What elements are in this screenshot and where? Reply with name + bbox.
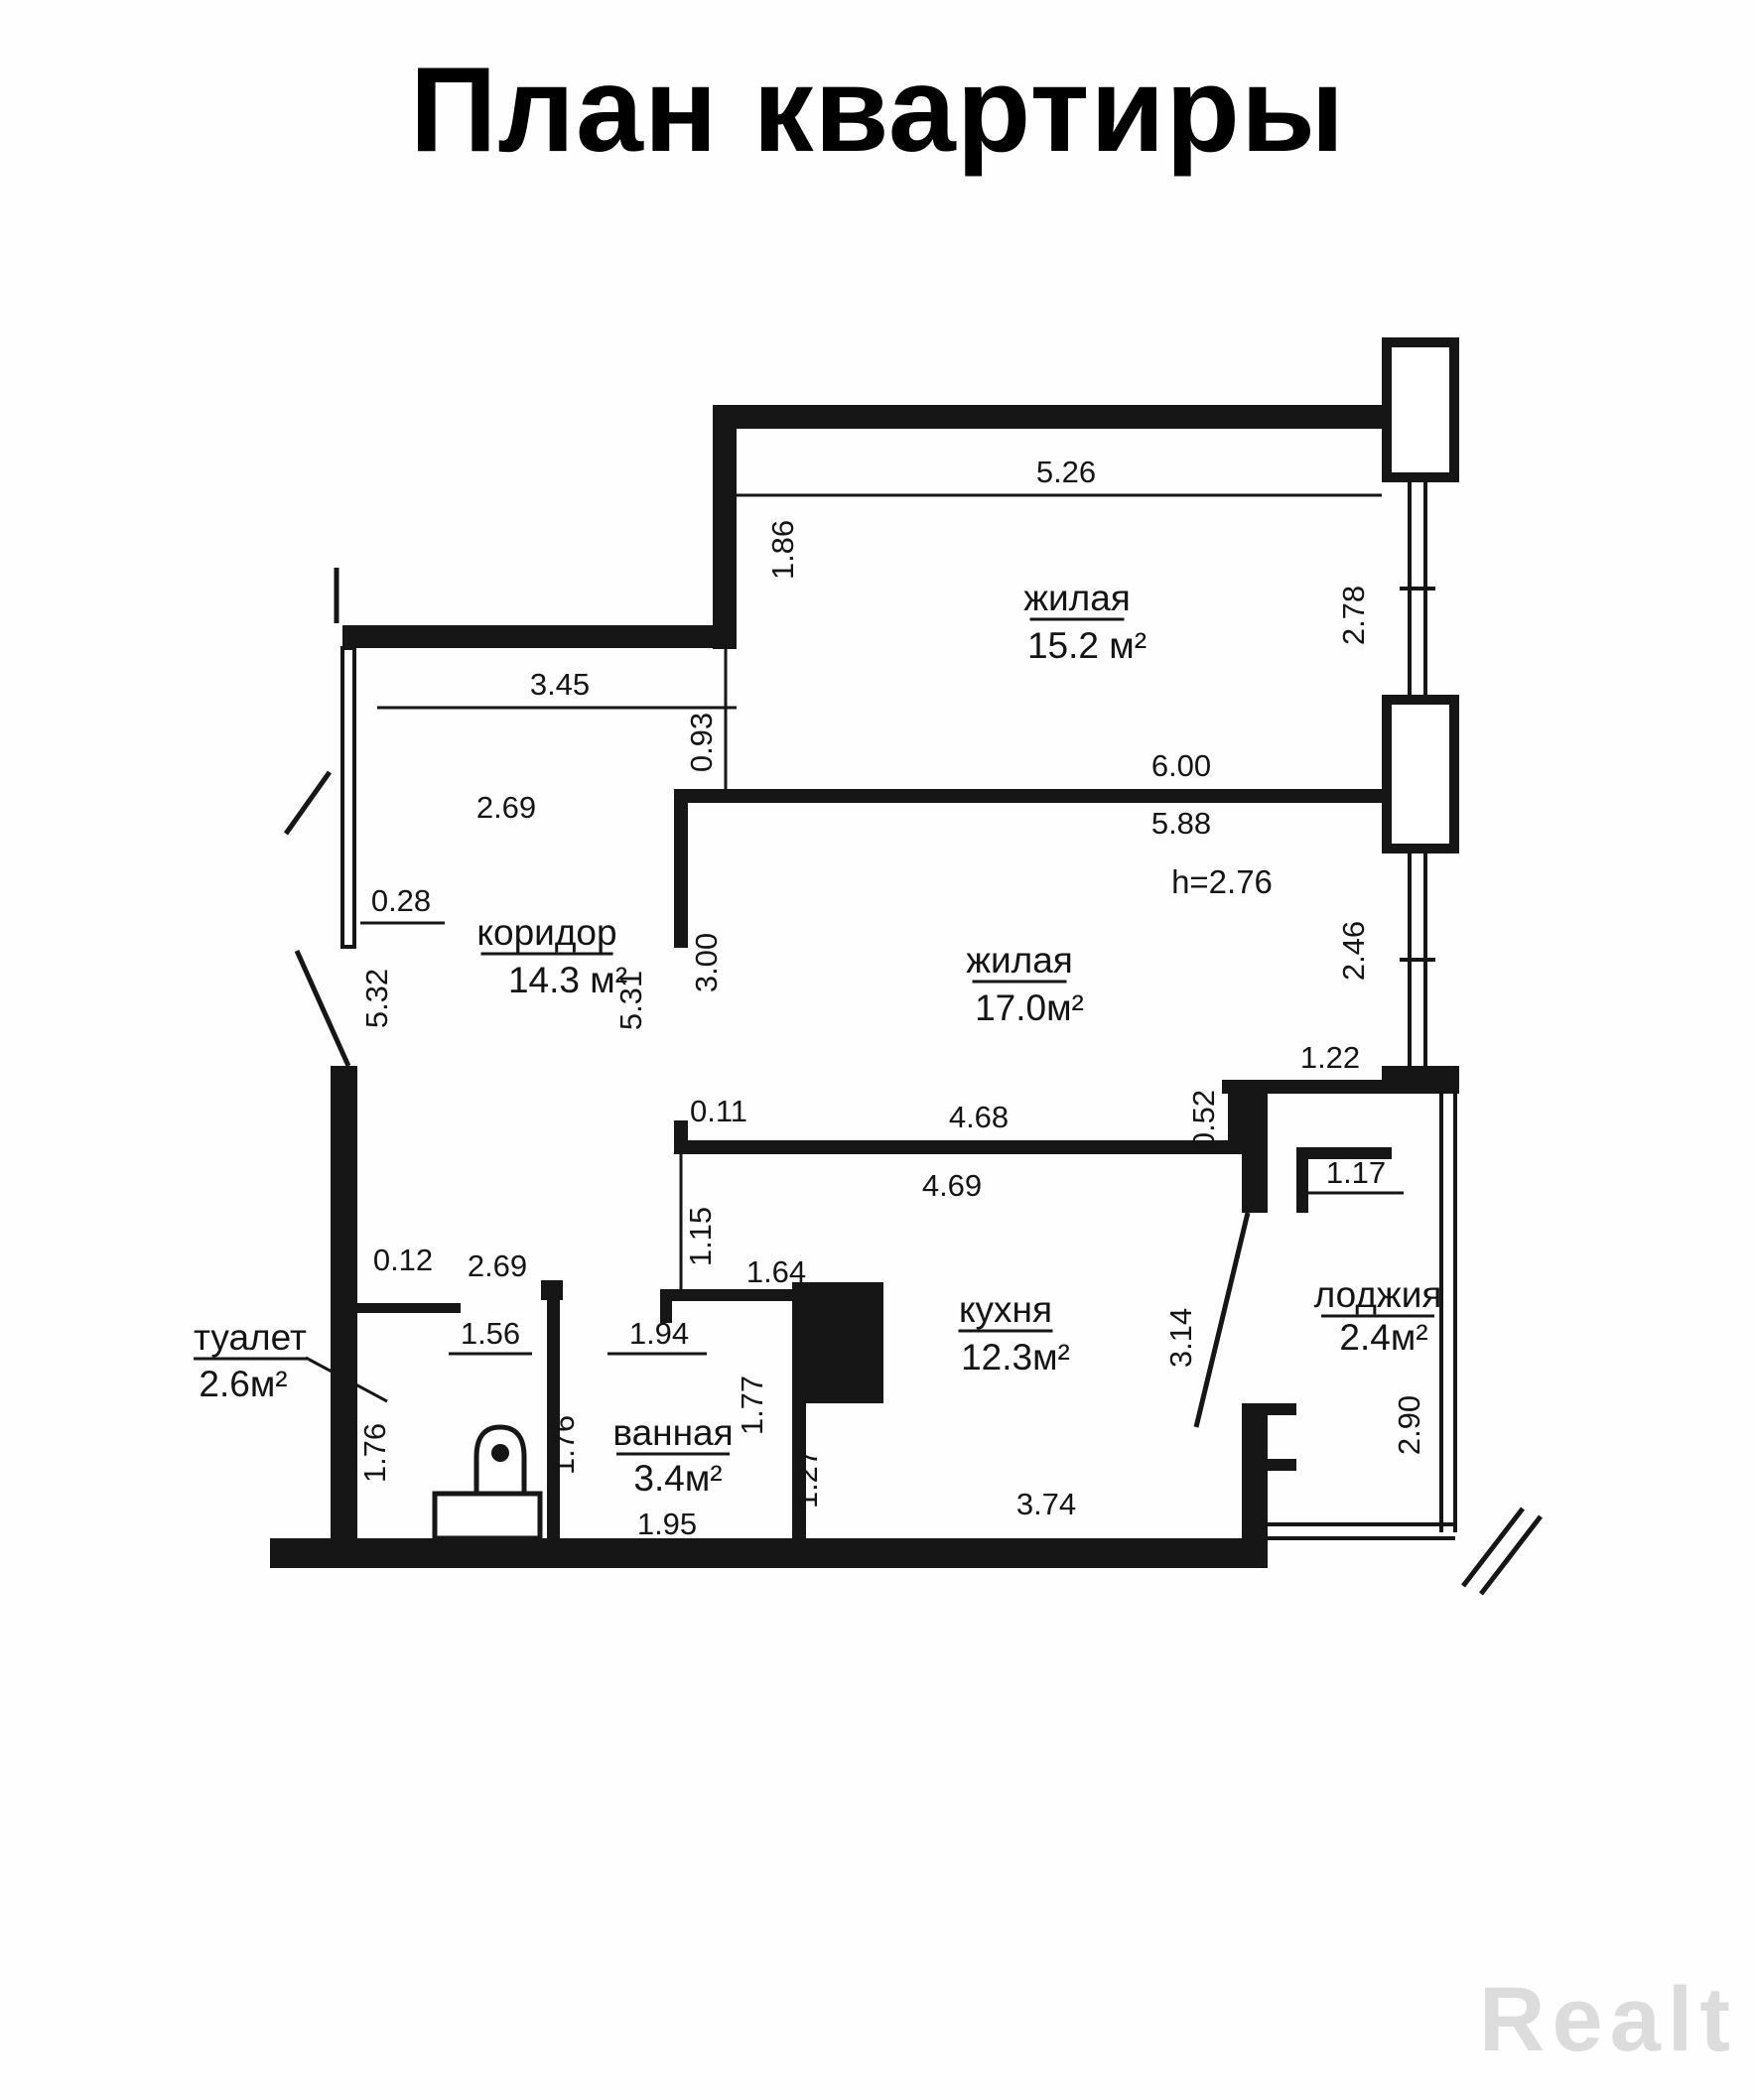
dimension-label: 1.22	[1300, 1040, 1360, 1075]
room-area-label: 2.4м²	[1339, 1317, 1427, 1358]
dimension-label: 1.15	[683, 1207, 718, 1266]
dimension-label: 2.69	[476, 790, 536, 825]
dimension-label: 5.26	[1036, 455, 1096, 489]
extension-lines	[305, 493, 1404, 1403]
room-name-label: туалет	[194, 1317, 307, 1358]
dimension-label: 1.76	[357, 1423, 392, 1483]
dimension-label: 1.27	[789, 1449, 824, 1509]
room-labels: жилая 15.2 м² жилая 17.0м² коридор 14.3 м² кух…	[194, 578, 1441, 1499]
dimension-label: 0.12	[373, 1243, 433, 1277]
room-area-label: 12.3м²	[961, 1337, 1070, 1378]
dimension-label: 3.14	[1163, 1308, 1198, 1368]
ceiling-height-note: h=2.76	[1171, 863, 1273, 900]
dimension-label: 1.94	[629, 1316, 689, 1351]
door-swing-lines	[283, 568, 1543, 1596]
wall-piers	[1382, 337, 1459, 853]
dimension-label: 2.90	[1392, 1395, 1426, 1455]
room-area-label: 3.4м²	[633, 1458, 722, 1499]
room-name-label: кухня	[959, 1289, 1052, 1330]
loggia-walls	[1268, 1094, 1457, 1540]
dimension-label: 1.77	[735, 1376, 769, 1435]
dimension-label: 5.31	[613, 971, 648, 1030]
dimension-label: 2.46	[1336, 921, 1371, 981]
dimension-label: 5.32	[359, 969, 394, 1028]
dimension-label: 4.69	[922, 1168, 982, 1203]
dimension-label: 0.11	[690, 1094, 747, 1128]
toilet-fixture-icon	[432, 1424, 543, 1541]
room-name-label: лоджия	[1314, 1274, 1442, 1315]
dimension-label: 1.86	[765, 520, 800, 580]
thin-partition-wall	[340, 646, 356, 949]
dimension-label: 1.76	[546, 1415, 581, 1475]
dimension-label: 6.00	[1151, 748, 1211, 783]
dimension-label: 1.17	[1326, 1155, 1386, 1190]
dimension-label: 2.69	[468, 1248, 527, 1283]
dimension-label: 3.00	[689, 933, 724, 992]
room-name-label: жилая	[1023, 578, 1131, 618]
room-name-label: ванная	[612, 1412, 733, 1453]
dimension-label: 1.64	[746, 1254, 806, 1289]
dimension-label: 0.93	[684, 713, 719, 772]
dimension-labels: 5.26 1.86 2.78 3.45 0.93 2.69 6.00 5.88 0.28 5.32…	[357, 455, 1426, 1541]
dimension-label: 4.68	[949, 1100, 1009, 1134]
dimension-label: 5.88	[1151, 806, 1211, 841]
page-title: План квартиры	[409, 42, 1346, 177]
room-area-label: 15.2 м²	[1027, 625, 1147, 666]
realt-watermark-logo: Realt	[1479, 1969, 1737, 2070]
walls	[270, 405, 1459, 1568]
room-name-label: коридор	[476, 912, 616, 953]
room-area-label: 14.3 м²	[508, 960, 627, 1000]
dimension-label: 3.74	[1016, 1487, 1076, 1521]
dimension-label: 0.52	[1186, 1090, 1221, 1149]
dimension-label: 1.95	[637, 1507, 697, 1541]
room-area-label: 2.6м²	[199, 1364, 287, 1404]
window-lines	[1400, 482, 1435, 1066]
dimension-label: 1.56	[461, 1316, 520, 1351]
dimension-label: 2.78	[1336, 586, 1371, 645]
dimension-label: 3.45	[530, 667, 590, 702]
room-area-label: 17.0м²	[975, 987, 1084, 1028]
room-name-label: жилая	[966, 940, 1073, 981]
dimension-label: 0.28	[371, 883, 431, 918]
